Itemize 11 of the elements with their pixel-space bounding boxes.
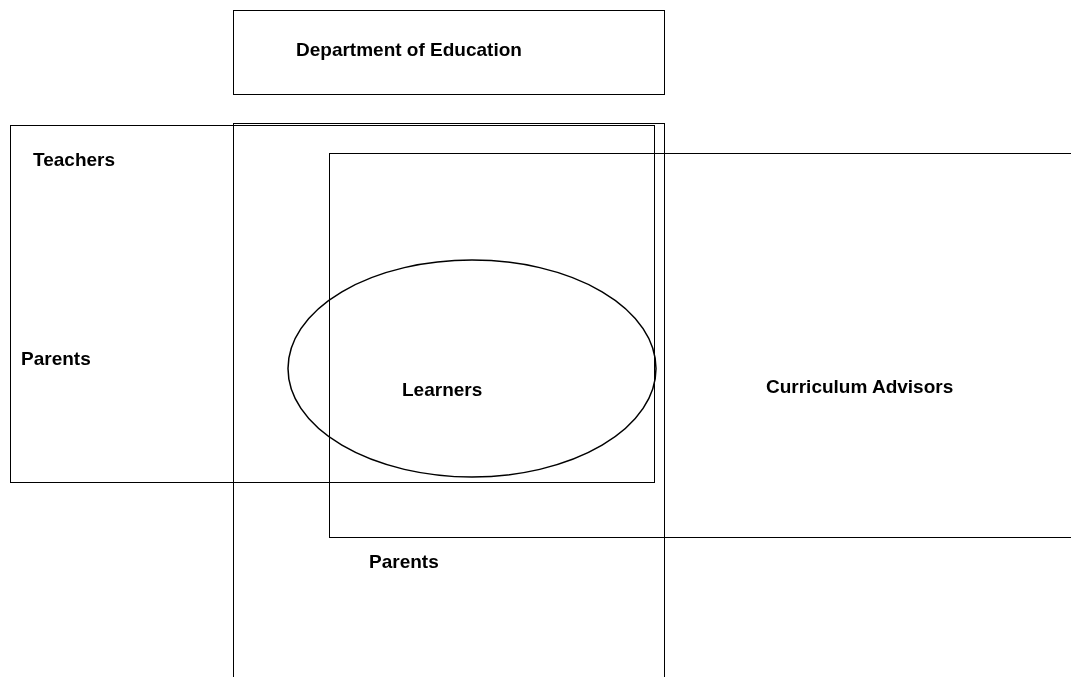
group-label: Parents bbox=[21, 348, 91, 370]
group-label: Curriculum Advisors bbox=[766, 376, 954, 398]
group-box bbox=[329, 153, 1071, 538]
center-ellipse bbox=[287, 259, 657, 478]
group-label: Teachers bbox=[33, 149, 116, 171]
group-label: Parents bbox=[369, 551, 439, 573]
group-label: Department of Education bbox=[296, 39, 522, 61]
group-box bbox=[233, 123, 665, 677]
organization-box bbox=[233, 10, 665, 95]
group-label: Learners bbox=[402, 379, 483, 401]
group-box bbox=[10, 125, 655, 483]
